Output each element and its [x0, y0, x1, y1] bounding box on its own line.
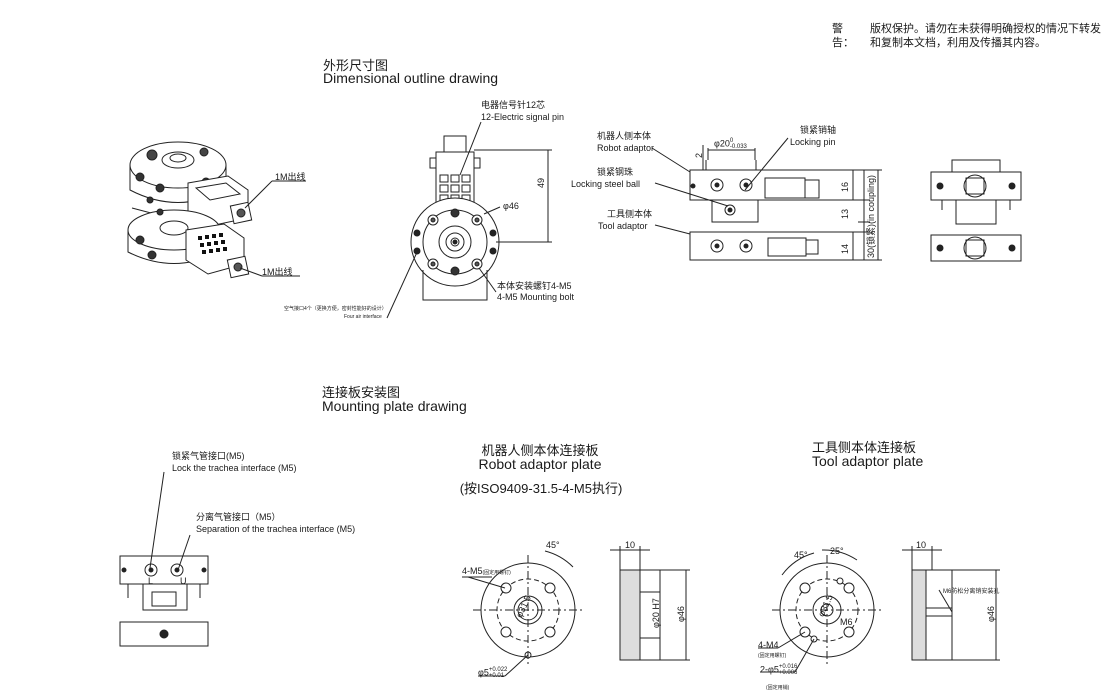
robot-phi5-tol-lower: +0.01	[488, 673, 505, 679]
dim-14-label: 14	[840, 243, 850, 254]
dim-phi20-tol-lower: -0.033	[729, 144, 747, 150]
outline-title-zh: 外形尺寸图	[323, 58, 389, 73]
mark-l: L	[148, 576, 154, 586]
tool-dim-10-label: 10	[916, 540, 927, 550]
steel-ball-label-en: Locking steel ball	[571, 179, 641, 189]
tool-adaptor-label-en: Tool adaptor	[598, 221, 648, 231]
mounting-assembly-view	[119, 471, 209, 647]
warning-label: 警告：	[832, 23, 854, 49]
dim-30-label: 30(锁紧)(in coupling)	[866, 174, 876, 258]
mark-u: U	[180, 576, 187, 586]
dim-phi20-tol-upper: 0	[729, 138, 734, 144]
robot-phi5-tol-upper: +0.022	[488, 667, 508, 673]
mounting-title-zh: 连接板安装图	[322, 385, 401, 400]
side-view	[651, 137, 882, 261]
tool-phi5-value: 2-φ5	[760, 664, 779, 675]
robot-plate-standard: (按ISO9409-31.5-4-M5执行)	[459, 481, 623, 496]
air-interface-label-en: Four air interface	[344, 314, 382, 320]
tool-phi5-note: (固定用销)	[766, 685, 790, 691]
robot-plate-view	[462, 546, 690, 677]
tool-angle-25-label: 25°	[830, 546, 844, 556]
tool-plate-view	[758, 546, 1000, 673]
sep-interface-label-zh: 分离气管接口（M5）	[196, 512, 281, 522]
air-interface-label-zh: 空气接口4个（更换方便，密封性能好的设计）	[284, 306, 387, 312]
tool-m4-note: (固定用螺钉)	[758, 653, 787, 659]
tool-angle-45-label: 45°	[794, 550, 808, 560]
tool-m6-note: M6防松分离销安装孔	[943, 589, 1000, 595]
bolt-label-en: 4-M5 Mounting bolt	[497, 292, 575, 302]
outline-title-en: Dimensional outline drawing	[323, 70, 499, 86]
robot-adaptor-label-zh: 机器人侧本体	[597, 131, 652, 141]
front-view	[930, 159, 1022, 262]
signal-pin-label-en: 12-Electric signal pin	[481, 112, 565, 122]
bolt-label-zh: 本体安装螺钉4-M5	[497, 281, 572, 291]
robot-plate-title-en: Robot adaptor plate	[478, 456, 602, 472]
tool-phi5-tol-upper: +0.016	[778, 664, 798, 670]
dim-13-label: 13	[840, 208, 850, 219]
robot-angle-45-label: 45°	[546, 540, 560, 550]
robot-m5-label: 4-M5(固定用螺钉)	[462, 566, 511, 579]
robot-phi5-value: φ5	[478, 667, 489, 678]
dim-phi46-label: φ46	[503, 201, 519, 211]
tool-phi46-label: φ46	[986, 606, 996, 622]
dim-2-label: 2	[694, 152, 704, 158]
robot-phi46-label: φ46	[676, 606, 686, 622]
robot-m5-value: 4-M5	[462, 566, 483, 576]
robot-phi5-label: φ5 +0.022 +0.01	[478, 667, 507, 679]
warning-text: 版权保护。请勿在未获得明确授权的情况下转发和复制本文档，利用及传播其内容。	[870, 23, 1101, 49]
locking-pin-label-en: Locking pin	[790, 137, 836, 147]
dim-49-label: 49	[536, 177, 546, 188]
isometric-assembly-view	[127, 141, 306, 279]
robot-phi20h7-label: φ20 H7	[651, 598, 661, 628]
robot-dim-10-label: 10	[625, 540, 636, 550]
tool-adaptor-label-zh: 工具侧本体	[607, 209, 653, 219]
tool-phi5-tol-lower: +0.006	[778, 670, 798, 676]
tool-phi5-label: 2-φ5 +0.016 +0.006	[760, 664, 797, 676]
tool-m4-label: 4-M4	[758, 640, 779, 650]
cable-out-top-label: 1M出线	[275, 172, 306, 182]
top-view	[386, 121, 552, 319]
tool-m6-label: M6	[840, 617, 853, 627]
sep-interface-label-en: Separation of the trachea interface (M5)	[196, 524, 356, 534]
steel-ball-label-zh: 锁紧钢珠	[597, 167, 634, 177]
mounting-title-en: Mounting plate drawing	[322, 398, 467, 414]
dim-phi20-label: φ20 0 -0.033	[714, 138, 747, 150]
lock-interface-label-en: Lock the trachea interface (M5)	[172, 463, 297, 473]
dim-16-label: 16	[840, 181, 850, 192]
tool-plate-title-en: Tool adaptor plate	[812, 453, 924, 469]
signal-pin-label-zh: 电器信号针12芯	[481, 100, 546, 110]
dim-phi20-value: φ20	[714, 138, 730, 149]
robot-plate-title-zh: 机器人侧本体连接板	[481, 443, 599, 458]
tool-plate-title-zh: 工具侧本体连接板	[812, 440, 917, 455]
robot-m5-note: (固定用螺钉)	[482, 570, 511, 576]
cable-out-bottom-label: 1M出线	[262, 267, 293, 277]
lock-interface-label-zh: 锁紧气管接口(M5)	[172, 451, 245, 461]
robot-adaptor-label-en: Robot adaptor	[597, 143, 655, 153]
locking-pin-label-zh: 锁紧销轴	[800, 125, 837, 135]
